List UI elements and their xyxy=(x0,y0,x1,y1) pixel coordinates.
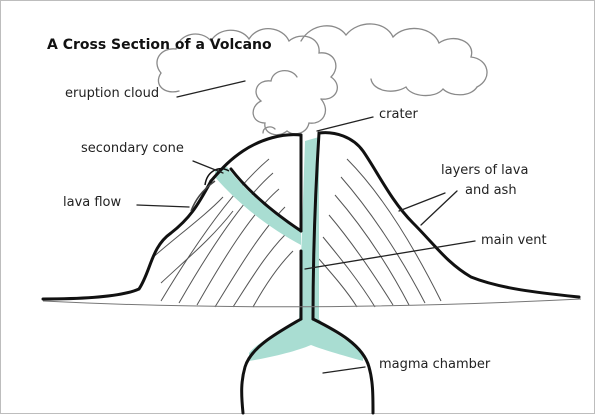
label-magma-chamber: magma chamber xyxy=(379,357,490,372)
label-crater: crater xyxy=(379,107,418,122)
label-secondary-cone: secondary cone xyxy=(81,141,184,156)
diagram-title: A Cross Section of a Volcano xyxy=(47,37,272,53)
label-eruption-cloud: eruption cloud xyxy=(65,86,159,101)
label-layers-line2: and ash xyxy=(465,183,517,198)
label-main-vent: main vent xyxy=(481,233,547,248)
label-layers-line1: layers of lava xyxy=(441,163,528,178)
label-lava-flow: lava flow xyxy=(63,195,121,210)
